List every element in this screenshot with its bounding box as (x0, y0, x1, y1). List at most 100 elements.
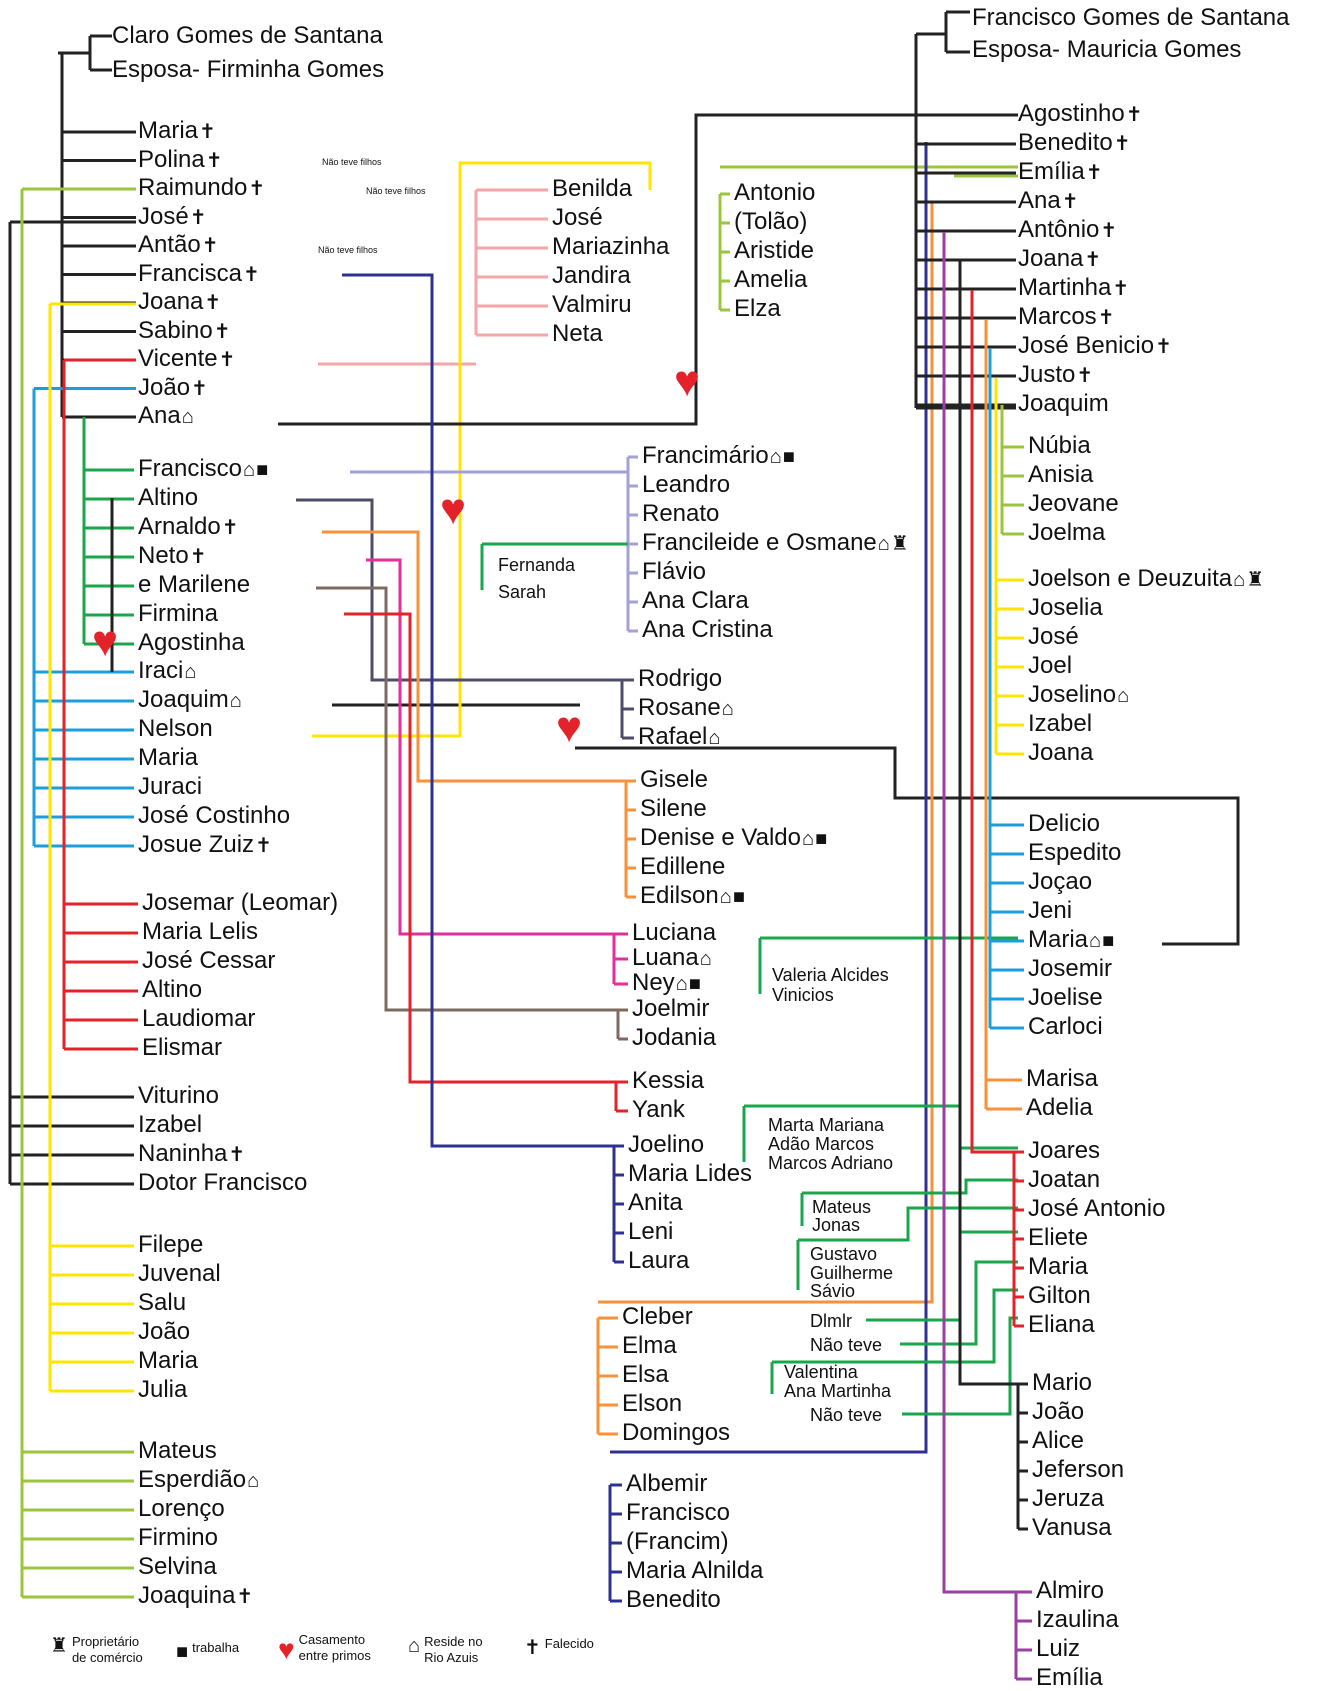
person-name: Joatan (1028, 1168, 1100, 1192)
person-name: Valeria Alcides (772, 966, 889, 984)
cross-icon: ✝ (1085, 162, 1103, 184)
house-icon: ⌂ (1089, 930, 1102, 952)
connector-line (798, 1206, 1018, 1242)
person-name: Selvina (138, 1555, 217, 1579)
name-text: Francisco Gomes de Santana (972, 4, 1290, 31)
name-text: Eliete (1028, 1224, 1089, 1251)
person-name: Adelia (1026, 1096, 1093, 1120)
name-text: Edilson (640, 882, 719, 909)
person-name: Joelma (1028, 521, 1105, 545)
legend-label: Proprietário de comércio (71, 1634, 143, 1666)
name-text: Joelmir (632, 995, 710, 1022)
name-text: Fernanda (498, 555, 576, 575)
person-name: Valentina (784, 1363, 858, 1381)
person-name: Jeovane (1028, 492, 1119, 516)
person-name: Joçao (1028, 870, 1092, 894)
house-icon: ⌂ (408, 1635, 421, 1657)
name-text: José (138, 202, 189, 230)
person-name: Joana✝ (1018, 247, 1101, 271)
person-name: José✝ (138, 202, 206, 230)
cross-icon: ✝ (255, 835, 272, 857)
name-text: Benedito (626, 1586, 721, 1613)
name-text: Denise e Valdo (640, 824, 801, 851)
person-name: e Marilene (138, 573, 250, 597)
cross-icon: ✝ (1113, 133, 1131, 155)
name-text: Joaquim (1018, 390, 1109, 417)
connector-line (958, 261, 1018, 1386)
name-text: Dlmlr (810, 1311, 852, 1331)
name-text: Adelia (1026, 1094, 1093, 1121)
connector-line (316, 586, 618, 1012)
person-name: Jonas (812, 1216, 860, 1234)
name-text: José Costinho (138, 802, 291, 829)
name-text: Sávio (810, 1281, 856, 1301)
legend-item: ♥Casamento entre primos (278, 1632, 371, 1667)
name-text: Ana (138, 402, 181, 429)
name-text: Maria (1028, 1253, 1089, 1280)
name-text: Ana Martinha (784, 1381, 892, 1401)
name-text: Renato (642, 500, 720, 527)
person-name: Silene (640, 797, 707, 821)
person-name: Francisco Gomes de Santana (972, 6, 1290, 30)
cross-icon: ✝ (189, 546, 207, 568)
house-icon: ⌂ (184, 661, 197, 683)
person-name: Joelino (628, 1133, 704, 1157)
house-icon: ⌂ (1117, 685, 1130, 707)
name-text: Maria (138, 744, 199, 771)
person-name: Marcos Adriano (768, 1154, 893, 1172)
name-text: Claro Gomes de Santana (112, 22, 383, 49)
person-name: Edilson⌂■ (640, 884, 745, 908)
person-name: Elismar (142, 1036, 222, 1060)
name-text: Flávio (642, 558, 707, 585)
person-name: João (138, 1320, 190, 1344)
person-name: Joselino⌂ (1028, 683, 1129, 707)
cross-icon: ✝ (1112, 278, 1130, 300)
name-text: José Benicio (1018, 332, 1155, 359)
house-icon: ⌂ (247, 1470, 260, 1492)
person-name: Gustavo (810, 1245, 877, 1263)
name-text: Esposa- Mauricia Gomes (972, 36, 1242, 63)
legend-item: ⌂Reside no Rio Azuis (408, 1634, 483, 1667)
briefcase-icon: ■ (1102, 930, 1115, 952)
person-name: Maria (138, 1349, 198, 1373)
name-text: Domingos (622, 1419, 731, 1446)
name-text: Laura (628, 1247, 690, 1274)
person-name: Francileide e Osmane⌂♜ (642, 531, 909, 555)
person-name: Anita (628, 1191, 683, 1215)
connector-line (900, 1260, 1018, 1346)
name-text: Francisca (138, 259, 243, 287)
person-name: Guilherme (810, 1264, 893, 1282)
name-text: Valeria Alcides (772, 965, 889, 985)
connector-line (598, 203, 934, 1304)
person-name: Martinha✝ (1018, 276, 1129, 300)
person-name: Elsa (622, 1363, 669, 1387)
name-text: Adão Marcos (768, 1134, 875, 1154)
name-text: Ana (1018, 187, 1061, 214)
name-text: Josemar (Leomar) (142, 889, 339, 916)
name-text: Izabel (1028, 710, 1093, 737)
name-text: Francimário (642, 442, 769, 469)
person-name: Não teve filhos (318, 246, 378, 255)
person-name: Jeruza (1032, 1487, 1104, 1511)
person-name: Joelmir (632, 997, 709, 1021)
name-text: José (1028, 623, 1079, 650)
name-text: Antônio (1018, 216, 1100, 243)
connector-line (802, 1178, 1018, 1195)
name-text: Elismar (142, 1034, 223, 1061)
person-name: Rosane⌂ (638, 696, 734, 720)
name-text: João (138, 373, 191, 401)
person-name: Emília✝ (1018, 160, 1102, 184)
person-name: Izaulina (1036, 1608, 1119, 1632)
cross-icon: ✝ (221, 517, 239, 539)
name-text: Anisia (1028, 461, 1094, 488)
name-text: Neta (552, 320, 603, 347)
name-text: Salu (138, 1289, 187, 1316)
name-text: Eliana (1028, 1311, 1095, 1338)
name-text: Altino (142, 976, 203, 1003)
person-name: Francisca✝ (138, 259, 260, 287)
name-text: Altino (138, 484, 199, 511)
person-name: Naninha✝ (138, 1142, 245, 1166)
connector-line (610, 142, 928, 1454)
name-text: Justo (1018, 361, 1076, 388)
name-text: Valentina (784, 1362, 858, 1382)
